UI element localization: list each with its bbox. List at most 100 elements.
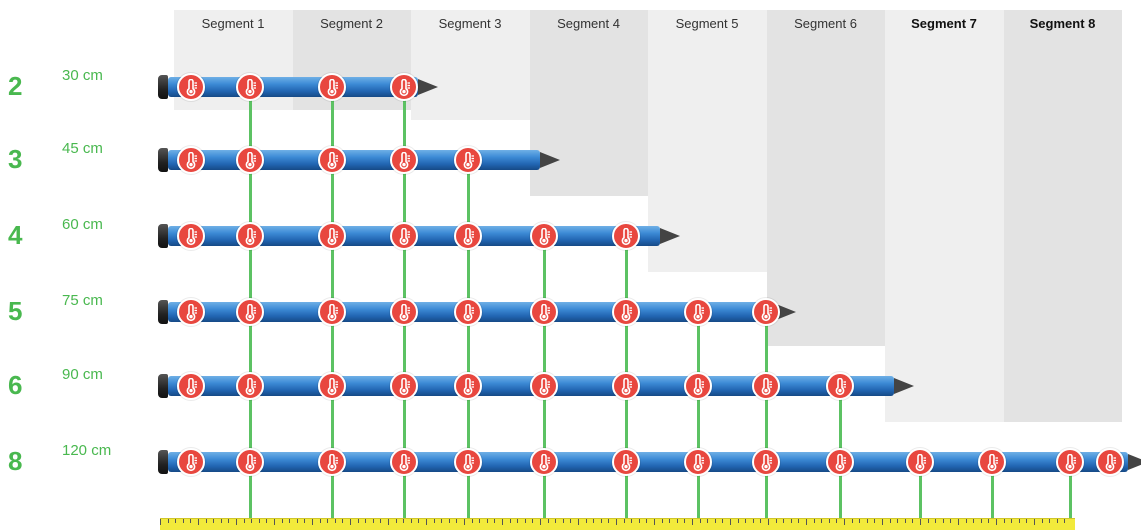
thermometer-icon (236, 73, 264, 101)
tape-tick (980, 519, 982, 523)
thermometer-icon (318, 146, 346, 174)
tape-tick (578, 519, 579, 525)
thermometer-icon (454, 448, 482, 476)
probe-rod (168, 77, 418, 97)
connector-cap-icon (158, 300, 168, 324)
tape-tick (722, 519, 724, 523)
tape-tick (745, 519, 747, 523)
alignment-line (467, 160, 470, 520)
thermometer-icon (177, 448, 205, 476)
thermometer-icon (236, 222, 264, 250)
tape-tick (798, 519, 800, 523)
tape-tick (471, 519, 473, 523)
thermometer-icon (390, 298, 418, 326)
tape-tick (836, 519, 838, 523)
segment-column (529, 10, 648, 196)
tape-tick (555, 519, 557, 523)
thermometer-icon (752, 298, 780, 326)
tape-tick (205, 519, 207, 523)
tape-tick (433, 519, 435, 523)
tape-tick (1011, 519, 1013, 523)
thermometer-icon (612, 222, 640, 250)
thermometer-icon (454, 222, 482, 250)
tape-tick (517, 519, 519, 523)
probe-length: 60 cm (62, 216, 103, 233)
thermometer-icon (1096, 448, 1124, 476)
tape-tick (342, 519, 344, 523)
tape-tick (623, 519, 625, 523)
segment-label: Segment 5 (675, 16, 739, 31)
thermometer-icon (530, 448, 558, 476)
alignment-line (765, 312, 768, 520)
probe-length: 120 cm (62, 442, 112, 459)
connector-cap-icon (158, 224, 168, 248)
thermometer-icon (236, 146, 264, 174)
tape-tick (775, 519, 777, 523)
thermometer-icon (236, 298, 264, 326)
thermometer-icon (318, 448, 346, 476)
tape-tick (372, 519, 374, 523)
tape-tick (661, 519, 663, 523)
thermometer-icon (318, 73, 346, 101)
tape-tick (600, 519, 602, 523)
thermometer-icon (177, 298, 205, 326)
tape-tick (692, 519, 693, 525)
thermometer-icon (454, 298, 482, 326)
probe-number: 8 (8, 446, 23, 476)
tape-tick (585, 519, 587, 523)
tape-tick (448, 519, 450, 523)
tape-tick (654, 519, 655, 525)
tape-tick (509, 519, 511, 523)
tape-tick (790, 519, 792, 523)
probe-number: 6 (8, 370, 23, 400)
segment-column (411, 10, 530, 120)
tape-tick (456, 519, 458, 523)
probe-length: 75 cm (62, 292, 103, 309)
connector-cap-icon (158, 75, 168, 99)
thermometer-icon (177, 73, 205, 101)
tape-tick (274, 519, 275, 525)
thermometer-icon (177, 146, 205, 174)
thermometer-icon (612, 448, 640, 476)
tape-tick (806, 519, 807, 525)
tape-tick (988, 519, 990, 523)
segment-label: Segment 6 (794, 16, 857, 31)
tape-tick (942, 519, 944, 523)
segment-label: Segment 4 (557, 16, 620, 31)
tape-tick (562, 519, 564, 523)
tape-tick (243, 519, 245, 523)
tape-tick (684, 519, 686, 523)
tape-tick (608, 519, 610, 523)
tape-tick (699, 519, 701, 523)
tape-tick (464, 519, 465, 525)
thermometer-icon (684, 298, 712, 326)
segment-column (1003, 10, 1122, 422)
tape-tick (616, 519, 617, 525)
tape-tick (714, 519, 716, 523)
tape-tick (912, 519, 914, 523)
thermometer-icon (826, 448, 854, 476)
tape-tick (1018, 519, 1020, 523)
probe-tip-icon (418, 79, 438, 95)
segment-column (885, 10, 1004, 422)
tape-tick (175, 519, 177, 523)
probe-tip-icon (660, 228, 680, 244)
thermometer-icon (530, 372, 558, 400)
thermometer-icon (530, 222, 558, 250)
thermometer-icon (906, 448, 934, 476)
tape-tick (669, 519, 671, 523)
thermometer-icon (612, 372, 640, 400)
tape-tick (821, 519, 823, 523)
tape-tick (844, 519, 845, 525)
thermometer-icon (612, 298, 640, 326)
tape-tick (1056, 519, 1058, 523)
segment-label: Segment 1 (201, 16, 265, 31)
tape-tick (1041, 519, 1043, 523)
tape-tick (897, 519, 899, 523)
thermometer-icon (454, 146, 482, 174)
tape-tick (281, 519, 283, 523)
tape-tick (859, 519, 861, 523)
tape-tick (638, 519, 640, 523)
tape-tick (198, 519, 199, 525)
tape-tick (220, 519, 222, 523)
